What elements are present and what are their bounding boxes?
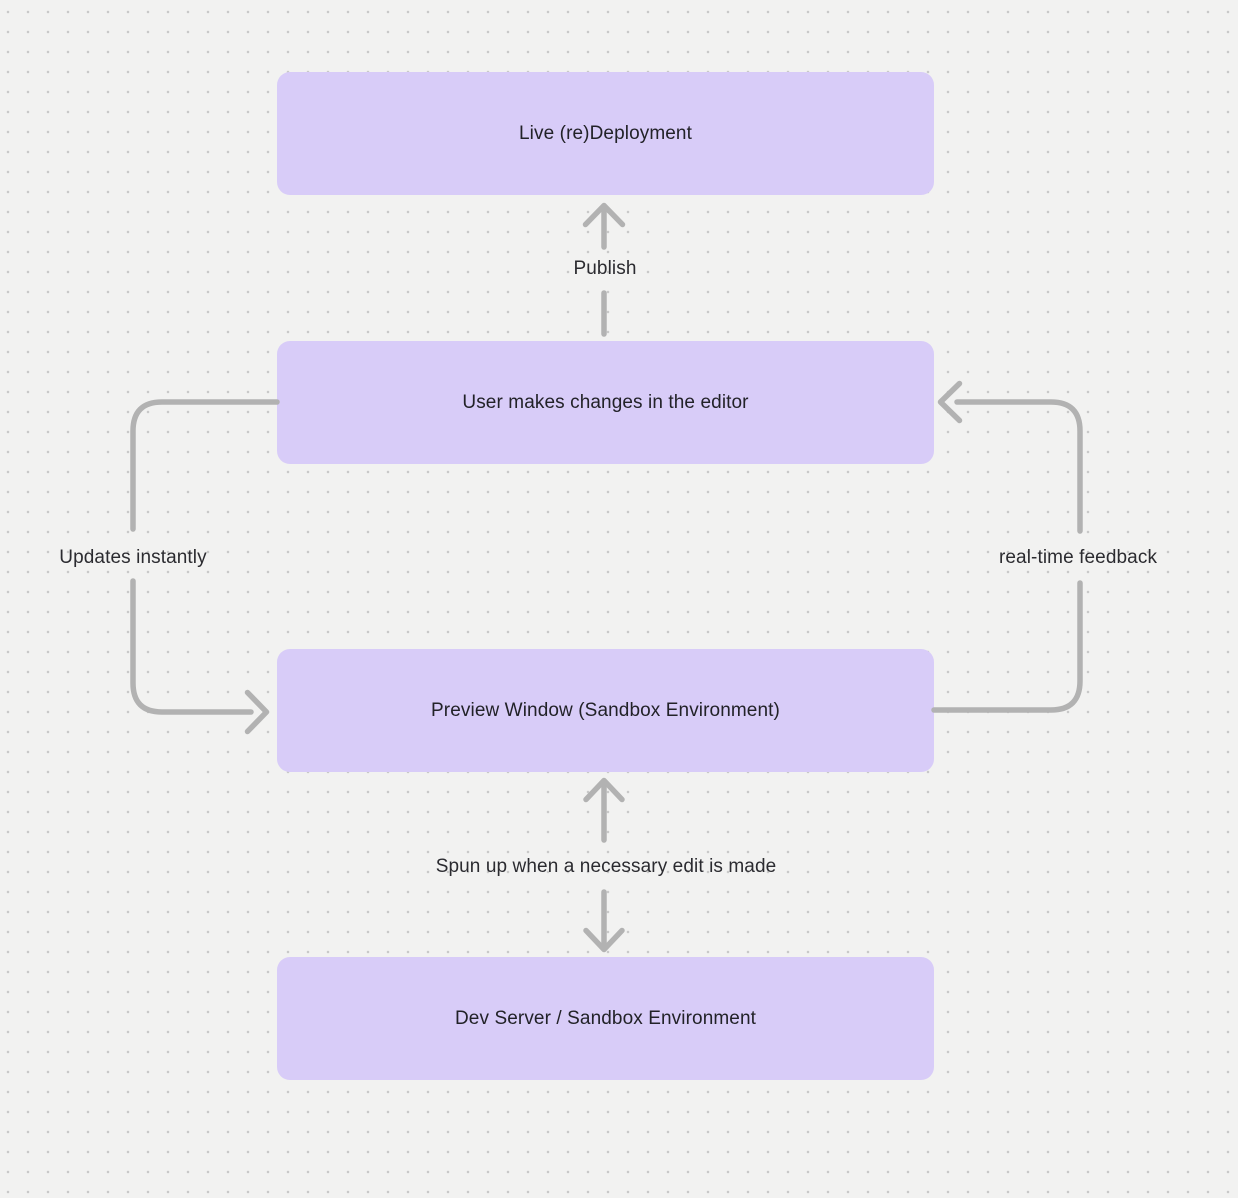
arrow-right-icon [244,689,270,735]
edge-label-realtime-feedback: real-time feedback [998,547,1158,568]
arrow-down-icon [583,927,625,953]
edge-label-updates-instantly: Updates instantly [59,547,207,568]
arrow-up-icon [582,202,626,228]
feedback-arrow-segment-top [954,399,1083,534]
node-live-redeployment-label: Live (re)Deployment [519,122,692,144]
arrow-up-icon [583,777,625,803]
node-live-redeployment: Live (re)Deployment [277,72,934,195]
node-dev-server: Dev Server / Sandbox Environment [277,957,934,1080]
edge-label-spun-up: Spun up when a necessary edit is made [435,856,777,877]
node-user-editor-label: User makes changes in the editor [462,391,749,413]
node-preview-window: Preview Window (Sandbox Environment) [277,649,934,772]
updates-arrow-segment-bottom [130,578,254,715]
edge-label-publish: Publish [573,258,637,279]
arrow-left-icon [937,380,963,424]
updates-arrow-segment-top [130,399,280,532]
node-user-editor: User makes changes in the editor [277,341,934,464]
node-preview-window-label: Preview Window (Sandbox Environment) [431,699,780,721]
feedback-arrow-segment-bottom [931,580,1083,713]
node-dev-server-label: Dev Server / Sandbox Environment [454,1007,756,1029]
